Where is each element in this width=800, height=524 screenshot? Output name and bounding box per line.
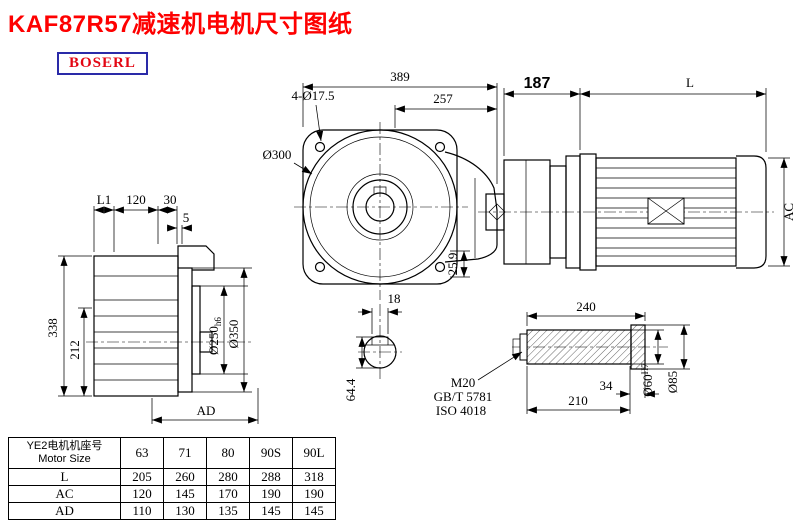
housing-body	[93, 255, 179, 397]
col-80: 80	[206, 436, 250, 470]
dim-64-4-label: 64.4	[343, 378, 358, 401]
bore-keyway	[373, 186, 387, 195]
cell-AC-80: 170	[206, 485, 250, 504]
dim-L-label: L	[686, 75, 694, 90]
shaft-shoulder	[630, 324, 646, 370]
motor-body	[595, 157, 737, 267]
dim-18-label: 18	[388, 291, 401, 306]
cell-AD-63: 110	[120, 502, 164, 521]
motor-view-dimensions	[503, 88, 790, 267]
col-63: 63	[120, 436, 164, 470]
dim-60H7-label: Ø60H7	[640, 363, 655, 397]
thread-m20-label: M20	[451, 375, 476, 390]
side-view: L1 120 30 5 338 212 AD Ø250h6 Ø350	[45, 192, 259, 424]
flange-spigot	[191, 285, 201, 375]
dim-34-label: 34	[600, 378, 614, 393]
dim-AD-label: AD	[197, 403, 216, 418]
shaft-body	[526, 329, 632, 365]
cell-AC-90S: 190	[249, 485, 293, 504]
cell-AD-90S: 145	[249, 502, 293, 521]
cell-AC-63: 120	[120, 485, 164, 504]
technical-drawing: 389 257 4-Ø17.5 Ø300 25.9 18 64.4	[45, 69, 796, 424]
shaft-detail-dimensions	[477, 312, 690, 414]
motor-view: 187 L AC	[478, 75, 796, 271]
cell-AD-71: 130	[163, 502, 207, 521]
shaft-end-keyway	[365, 336, 395, 346]
flange-face-circle	[309, 136, 451, 278]
row-label-L: L	[8, 468, 121, 487]
row-label-AD: AD	[8, 502, 121, 521]
motor-size-table: YE2电机机座号 Motor Size 63 71 80 90S 90L L 2…	[8, 436, 336, 521]
table-row-AD: AD 110 130 135 145 145	[8, 502, 336, 521]
table-header-row: YE2电机机座号 Motor Size 63 71 80 90S 90L	[8, 436, 336, 470]
hub-circle	[346, 173, 414, 241]
cell-L-90S: 288	[249, 468, 293, 487]
motor-nameplate	[647, 197, 685, 225]
table-row-L: L 205 260 280 288 318	[8, 468, 336, 487]
dim-240-label: 240	[576, 299, 596, 314]
output-flange-edge	[177, 267, 193, 393]
dim-210-label: 210	[568, 393, 588, 408]
table-header-cn: YE2电机机座号	[26, 440, 103, 452]
table-header-cell: YE2电机机座号 Motor Size	[8, 436, 121, 470]
dim-338-label: 338	[45, 318, 60, 338]
cell-L-90L: 318	[292, 468, 336, 487]
dim-30-label: 30	[164, 192, 177, 207]
housing-silhouette	[444, 151, 498, 263]
brand-logo: BOSERL	[57, 52, 148, 75]
cell-L-80: 280	[206, 468, 250, 487]
page-title: KAF87R57减速机电机尺寸图纸	[8, 11, 353, 38]
flange-circle	[302, 129, 458, 285]
cell-AD-80: 135	[206, 502, 250, 521]
col-90L: 90L	[292, 436, 336, 470]
dim-L1-label: L1	[97, 192, 111, 207]
table-header-en: Motor Size	[38, 453, 91, 466]
dim-AC-label: AC	[781, 203, 796, 221]
hub-inner-circle	[352, 179, 408, 235]
cell-AD-90L: 145	[292, 502, 336, 521]
cell-L-71: 260	[163, 468, 207, 487]
dim-bolt-holes-label: 4-Ø17.5	[292, 88, 335, 103]
table-row-AC: AC 120 145 170 190 190	[8, 485, 336, 504]
dim-257-label: 257	[433, 91, 453, 106]
shaft-center-mark	[488, 203, 506, 221]
bore-circle	[365, 192, 395, 222]
row-label-AC: AC	[8, 485, 121, 504]
dim-250h6-label: Ø250h6	[206, 317, 223, 355]
standard-gb-label: GB/T 5781	[434, 389, 493, 404]
fan-cowl	[736, 155, 767, 269]
standard-iso-label: ISO 4018	[436, 403, 486, 418]
cell-AC-71: 145	[163, 485, 207, 504]
dim-85-label: Ø85	[665, 371, 680, 393]
front-view-dimensions	[293, 83, 498, 369]
dim-212-label: 212	[67, 340, 82, 360]
end-washer	[519, 333, 528, 361]
dim-120-label: 120	[126, 192, 146, 207]
cell-L-63: 205	[120, 468, 164, 487]
col-71: 71	[163, 436, 207, 470]
bolt-holes	[314, 141, 446, 273]
front-view: 389 257 4-Ø17.5 Ø300 25.9 18 64.4	[263, 69, 498, 401]
shaft-stub	[199, 331, 213, 353]
dim-350-label: Ø350	[226, 320, 241, 349]
dim-25-9-label: 25.9	[445, 253, 460, 276]
dim-389-label: 389	[390, 69, 410, 84]
dim-5-label: 5	[183, 210, 190, 225]
dim-187-label: 187	[524, 75, 551, 92]
col-90S: 90S	[249, 436, 293, 470]
torque-arm-bracket	[177, 245, 215, 271]
shaft-detail: 240 210 34 M20 GB/T 5781 ISO 4018 Ø60H7 …	[434, 299, 690, 418]
cell-AC-90L: 190	[292, 485, 336, 504]
side-view-dimensions	[58, 206, 259, 424]
housing-ribs	[94, 275, 178, 381]
dim-300-label: Ø300	[263, 147, 292, 162]
